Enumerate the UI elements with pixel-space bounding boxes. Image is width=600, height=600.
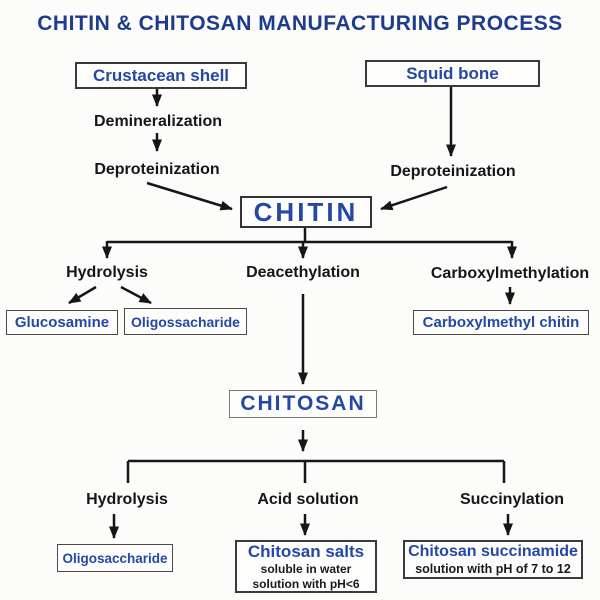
label-carboxylmethylation: Carboxylmethylation	[430, 265, 590, 282]
label-hydrolysis-bottom: Hydrolysis	[86, 491, 168, 508]
node-chitosan-salts: Chitosan salts soluble in water solution…	[235, 540, 377, 593]
node-crustacean-shell: Crustacean shell	[75, 62, 247, 89]
page-title: CHITIN & CHITOSAN MANUFACTURING PROCESS	[37, 12, 563, 35]
label-deacethylation: Deacethylation	[246, 264, 360, 281]
node-glucosamine: Glucosamine	[6, 310, 118, 335]
label-succinylation: Succinylation	[459, 491, 565, 508]
node-oligossacharide: Oligossacharide	[124, 308, 247, 335]
chitosan-succinamide-title: Chitosan succinamide	[408, 542, 578, 560]
label-demineralization: Demineralization	[93, 113, 223, 130]
label-deproteinization-left: Deproteinization	[94, 161, 220, 178]
node-carboxylmethyl-chitin: Carboxylmethyl chitin	[413, 310, 589, 335]
chitosan-salts-line2: solution with pH<6	[252, 577, 360, 592]
node-oligosaccharide: Oligosaccharide	[57, 544, 173, 572]
node-squid-bone: Squid bone	[365, 60, 540, 87]
label-hydrolysis-top: Hydrolysis	[66, 264, 148, 281]
chitosan-salts-line1: soluble in water	[260, 562, 352, 577]
node-chitin: CHITIN	[240, 196, 372, 228]
chitosan-succinamide-line1: solution with pH of 7 to 12	[415, 561, 571, 576]
node-chitosan: CHITOSAN	[229, 390, 377, 418]
chitosan-salts-title: Chitosan salts	[247, 541, 365, 561]
label-deproteinization-right: Deproteinization	[390, 163, 516, 180]
node-chitosan-succinamide: Chitosan succinamide solution with pH of…	[403, 540, 583, 579]
label-acid-solution: Acid solution	[257, 491, 359, 508]
